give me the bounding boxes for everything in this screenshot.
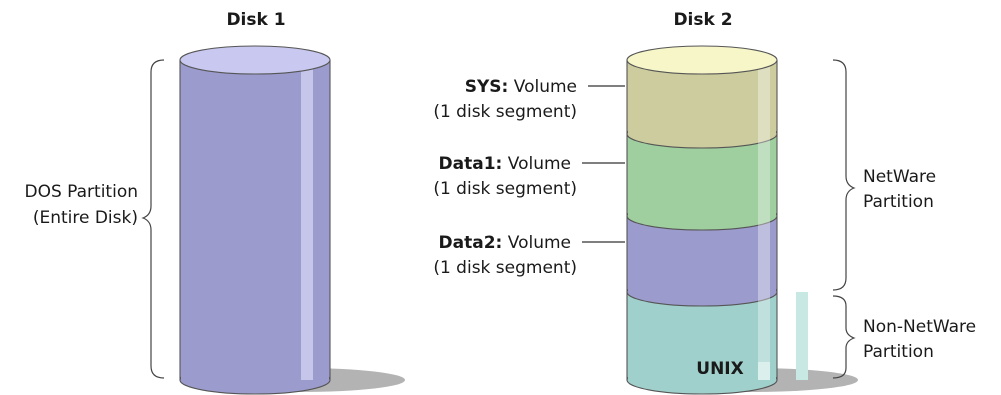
disk2-top (626, 45, 778, 75)
data2-volume-note: (1 disk segment) (433, 258, 577, 278)
netware-partition-brace (832, 59, 856, 291)
disk2-highlight (758, 60, 770, 380)
sys-volume-label: SYS: Volume (465, 77, 577, 97)
nonnetware-partition-label-line2: Partition (863, 342, 934, 362)
nonnetware-partition-label-line1: Non-NetWare (863, 317, 976, 337)
sys-volume-note: (1 disk segment) (433, 102, 577, 122)
dos-partition-brace (141, 59, 165, 379)
data1-volume-note: (1 disk segment) (433, 179, 577, 199)
data1-volume-label: Data1: Volume (439, 154, 571, 174)
disk1-top (179, 45, 331, 75)
netware-partition-label-line1: NetWare (863, 167, 936, 187)
data2-volume-name: Data2: (439, 233, 503, 253)
data1-volume-name: Data1: (439, 154, 503, 174)
data1-volume-suffix: Volume (502, 154, 571, 174)
nonnetware-partition-brace (832, 295, 856, 379)
netware-partition-label-line2: Partition (863, 192, 934, 212)
disk2-title: Disk 2 (673, 10, 732, 30)
disk1-highlight (301, 60, 313, 380)
sys-segment (626, 60, 778, 149)
sys-volume-name: SYS: (465, 77, 509, 97)
disk1-cylinder (179, 45, 405, 395)
data2-volume-suffix: Volume (502, 233, 571, 253)
unix-segment (626, 292, 808, 395)
sys-volume-suffix: Volume (508, 77, 577, 97)
data2-volume-label: Data2: Volume (439, 233, 571, 253)
disk2-cylinder: UNIX (626, 45, 858, 395)
unix-label: UNIX (696, 359, 743, 379)
disk1-title: Disk 1 (226, 10, 285, 30)
dos-partition-label-line1: DOS Partition (24, 182, 138, 202)
dos-partition-label-line2: (Entire Disk) (33, 208, 138, 228)
